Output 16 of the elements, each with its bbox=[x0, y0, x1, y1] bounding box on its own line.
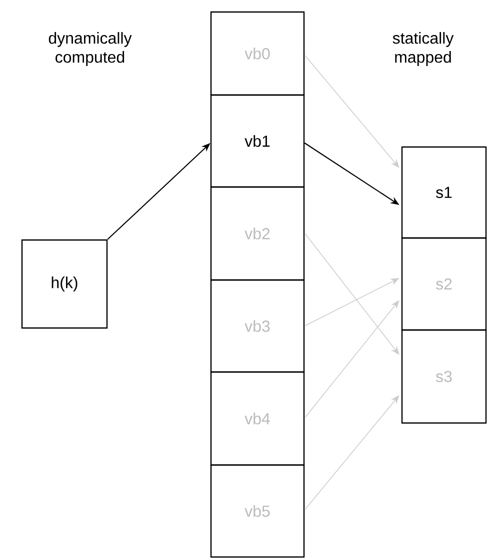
arrow bbox=[304, 300, 400, 418]
block-cell: vb2 bbox=[210, 186, 305, 281]
block-cell: vb3 bbox=[210, 279, 305, 373]
heading-text: statically mapped bbox=[392, 32, 454, 66]
slot-cell: s1 bbox=[401, 146, 487, 239]
arrow bbox=[304, 232, 400, 355]
block-cell: vb1 bbox=[210, 94, 305, 188]
block-cell: vb5 bbox=[210, 464, 305, 558]
block-cell: vb0 bbox=[210, 11, 305, 96]
arrow bbox=[304, 395, 400, 510]
slot-cell: s3 bbox=[401, 329, 487, 424]
heading-text: dynamically computed bbox=[48, 32, 132, 66]
hash-box: h(k) bbox=[21, 239, 108, 329]
slot-cell: s2 bbox=[401, 237, 487, 331]
arrow bbox=[304, 54, 400, 168]
block-cell: vb4 bbox=[210, 371, 305, 466]
